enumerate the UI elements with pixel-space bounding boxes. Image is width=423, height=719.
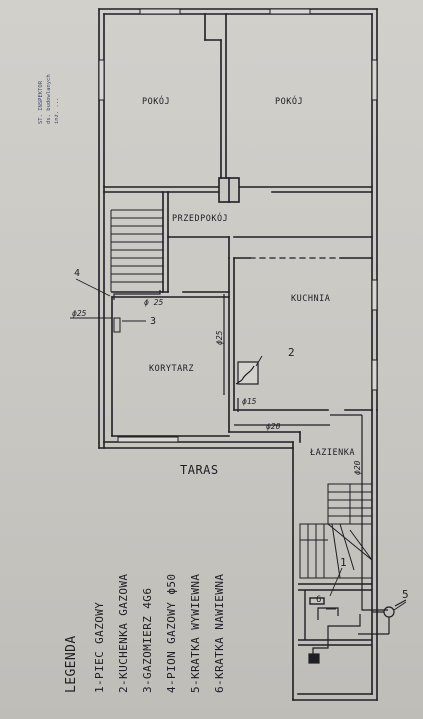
dim-phi25-left: ϕ25	[72, 309, 87, 318]
legend-item-4: 4-PION GAZOWY ϕ50	[165, 574, 178, 693]
stamp-line-2: ds. budowlanych	[46, 74, 52, 124]
legend-item-6: 6-KRATKA NAWIEWNA	[213, 574, 226, 693]
room-label-pokoj-right: POKÓJ	[275, 95, 303, 107]
marker-5: 5	[402, 588, 409, 601]
stamp-line-1: ST. INSPEKTOR	[38, 80, 44, 124]
legend-item-5: 5-KRATKA WYWIEWNA	[189, 574, 202, 693]
room-label-korytarz: KORYTARZ	[149, 364, 194, 374]
marker-3: 3	[150, 316, 156, 327]
legend-item-3: 3-GAZOMIERZ 4G6	[141, 588, 154, 693]
room-label-lazienka: ŁAZIENKA	[309, 448, 355, 458]
boiler-room	[298, 583, 372, 646]
staircase-lower	[299, 483, 373, 579]
room-label-pokoj-left: POKÓJ	[142, 95, 170, 107]
room-label-taras: TARAS	[180, 463, 219, 477]
marker-4: 4	[74, 268, 80, 279]
interior-walls	[103, 13, 373, 443]
dim-phi25-vertical: ϕ25	[215, 330, 224, 345]
legend-title: LEGENDA	[64, 635, 79, 693]
gas-stove-symbol	[235, 361, 259, 385]
legend-item-1: 1-PIEC GAZOWY	[93, 602, 106, 693]
exhaust-vent	[358, 599, 407, 635]
gas-meter-symbol	[113, 317, 121, 333]
marker-1: 1	[340, 556, 347, 569]
dim-phi20-horizontal: ϕ20	[266, 422, 281, 431]
dim-phi20-vertical: ϕ20	[353, 460, 362, 475]
inspector-stamp: ST. INSPEKTOR ds. budowlanych inż. ...	[38, 74, 60, 124]
legend-item-2: 2-KUCHENKA GAZOWA	[117, 574, 130, 693]
dim-phi15: ϕ15	[242, 397, 257, 406]
stamp-line-3: inż. ...	[54, 98, 60, 125]
room-label-kuchnia: KUCHNIA	[291, 294, 330, 304]
staircase-upper	[110, 209, 163, 292]
marker-6: 6	[316, 595, 321, 605]
windows	[98, 8, 378, 443]
legend: LEGENDA 1-PIEC GAZOWY 2-KUCHENKA GAZOWA …	[64, 574, 226, 693]
room-label-przedpokoj: PRZEDPOKÓJ	[172, 212, 228, 224]
leader-lines	[70, 278, 407, 611]
dim-phi25-top: ϕ 25	[144, 298, 163, 307]
gas-pipe	[113, 290, 388, 664]
marker-2: 2	[288, 346, 295, 359]
